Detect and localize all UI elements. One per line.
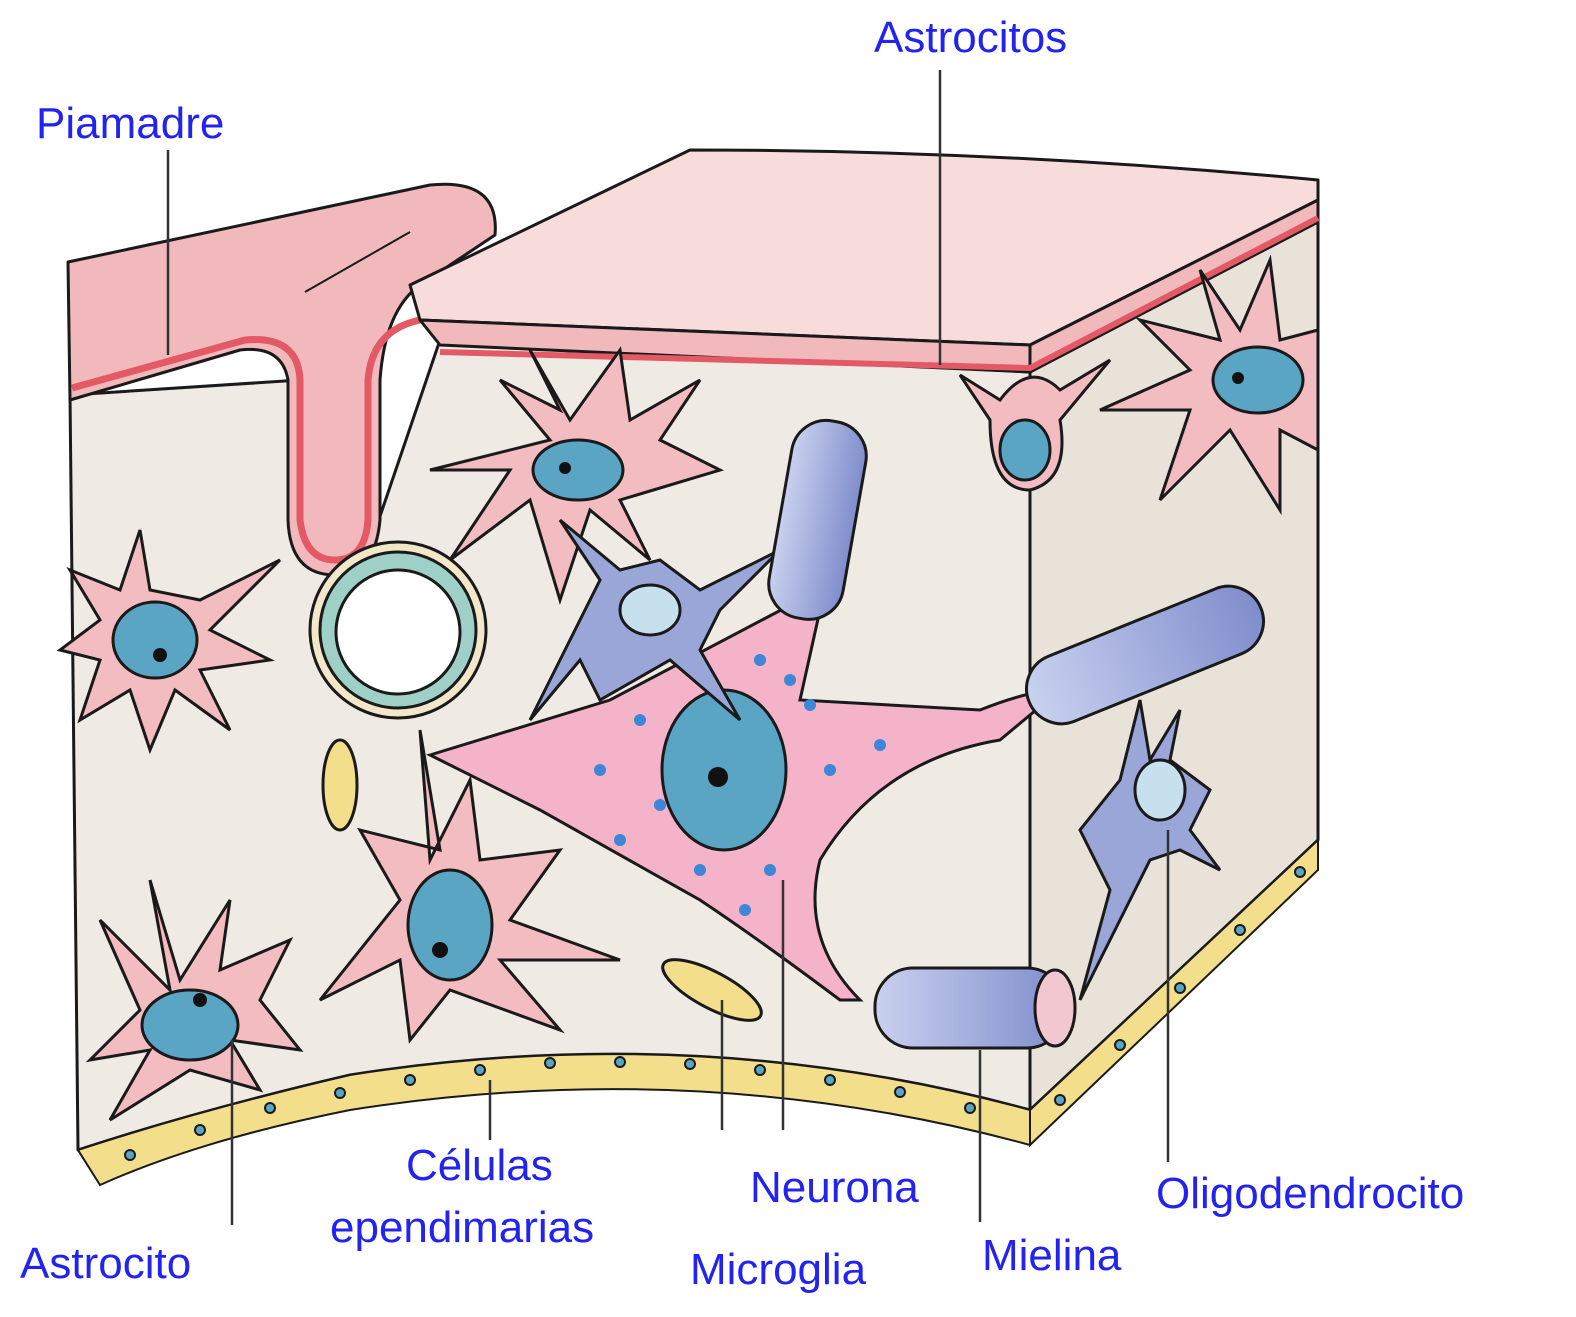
astrocyte-nucleus bbox=[113, 602, 197, 678]
ependymal-nucleus bbox=[545, 1058, 555, 1068]
astrocyte-nucleus bbox=[408, 870, 492, 980]
ependymal-nucleus bbox=[1055, 1095, 1065, 1105]
nissl-dot bbox=[594, 764, 606, 776]
nucleolus bbox=[153, 648, 167, 662]
ependymal-nucleus bbox=[825, 1075, 835, 1085]
ependymal-nucleus bbox=[615, 1057, 625, 1067]
label-celulas-line2: ependimarias bbox=[330, 1203, 594, 1252]
ependymal-nucleus bbox=[405, 1075, 415, 1085]
ependymal-nucleus bbox=[965, 1103, 975, 1113]
ependymal-nucleus bbox=[195, 1125, 205, 1135]
blood-vessel bbox=[310, 542, 486, 718]
nissl-dot bbox=[754, 654, 766, 666]
nissl-dot bbox=[654, 799, 666, 811]
nissl-dot bbox=[634, 714, 646, 726]
microglia-upper bbox=[323, 740, 357, 830]
ependymal-nucleus bbox=[895, 1087, 905, 1097]
ependymal-nucleus bbox=[475, 1065, 485, 1075]
nucleolus bbox=[193, 993, 207, 1007]
nissl-dot bbox=[694, 864, 706, 876]
label-oligodendrocito: Oligodendrocito bbox=[1156, 1169, 1464, 1218]
ependymal-nucleus bbox=[1295, 867, 1305, 877]
ependymal-nucleus bbox=[1175, 983, 1185, 993]
astrocyte-nucleus bbox=[1000, 420, 1050, 480]
nissl-dot bbox=[804, 699, 816, 711]
nissl-dot bbox=[614, 834, 626, 846]
ependymal-nucleus bbox=[755, 1065, 765, 1075]
neuron-nucleolus bbox=[708, 767, 728, 787]
astrocyte-nucleus bbox=[142, 990, 238, 1060]
label-astrocitos: Astrocitos bbox=[874, 13, 1067, 62]
nissl-dot bbox=[739, 904, 751, 916]
label-piamadre: Piamadre bbox=[36, 99, 224, 148]
nissl-dot bbox=[764, 864, 776, 876]
nucleolus bbox=[1232, 372, 1244, 384]
nissl-dot bbox=[824, 764, 836, 776]
nucleolus bbox=[559, 462, 571, 474]
ependymal-nucleus bbox=[125, 1150, 135, 1160]
vessel-lumen bbox=[336, 570, 460, 694]
ependymal-nucleus bbox=[1235, 925, 1245, 935]
ependymal-nucleus bbox=[1115, 1040, 1125, 1050]
astrocyte-nucleus bbox=[533, 440, 623, 500]
oligo-nucleus bbox=[1135, 760, 1185, 820]
nissl-dot bbox=[874, 739, 886, 751]
nissl-dot bbox=[784, 674, 796, 686]
label-neurona: Neurona bbox=[750, 1163, 919, 1212]
label-microglia: Microglia bbox=[690, 1245, 867, 1294]
oligo-nucleus bbox=[620, 585, 680, 635]
label-astrocito: Astrocito bbox=[20, 1239, 191, 1288]
nucleolus bbox=[432, 942, 448, 958]
ependymal-nucleus bbox=[265, 1103, 275, 1113]
ependymal-nucleus bbox=[685, 1059, 695, 1069]
myelin-end bbox=[1035, 970, 1075, 1046]
label-mielina: Mielina bbox=[982, 1231, 1122, 1280]
ependymal-nucleus bbox=[335, 1088, 345, 1098]
label-celulas-line1: Células bbox=[406, 1141, 553, 1190]
astrocyte-nucleus bbox=[1213, 347, 1303, 413]
